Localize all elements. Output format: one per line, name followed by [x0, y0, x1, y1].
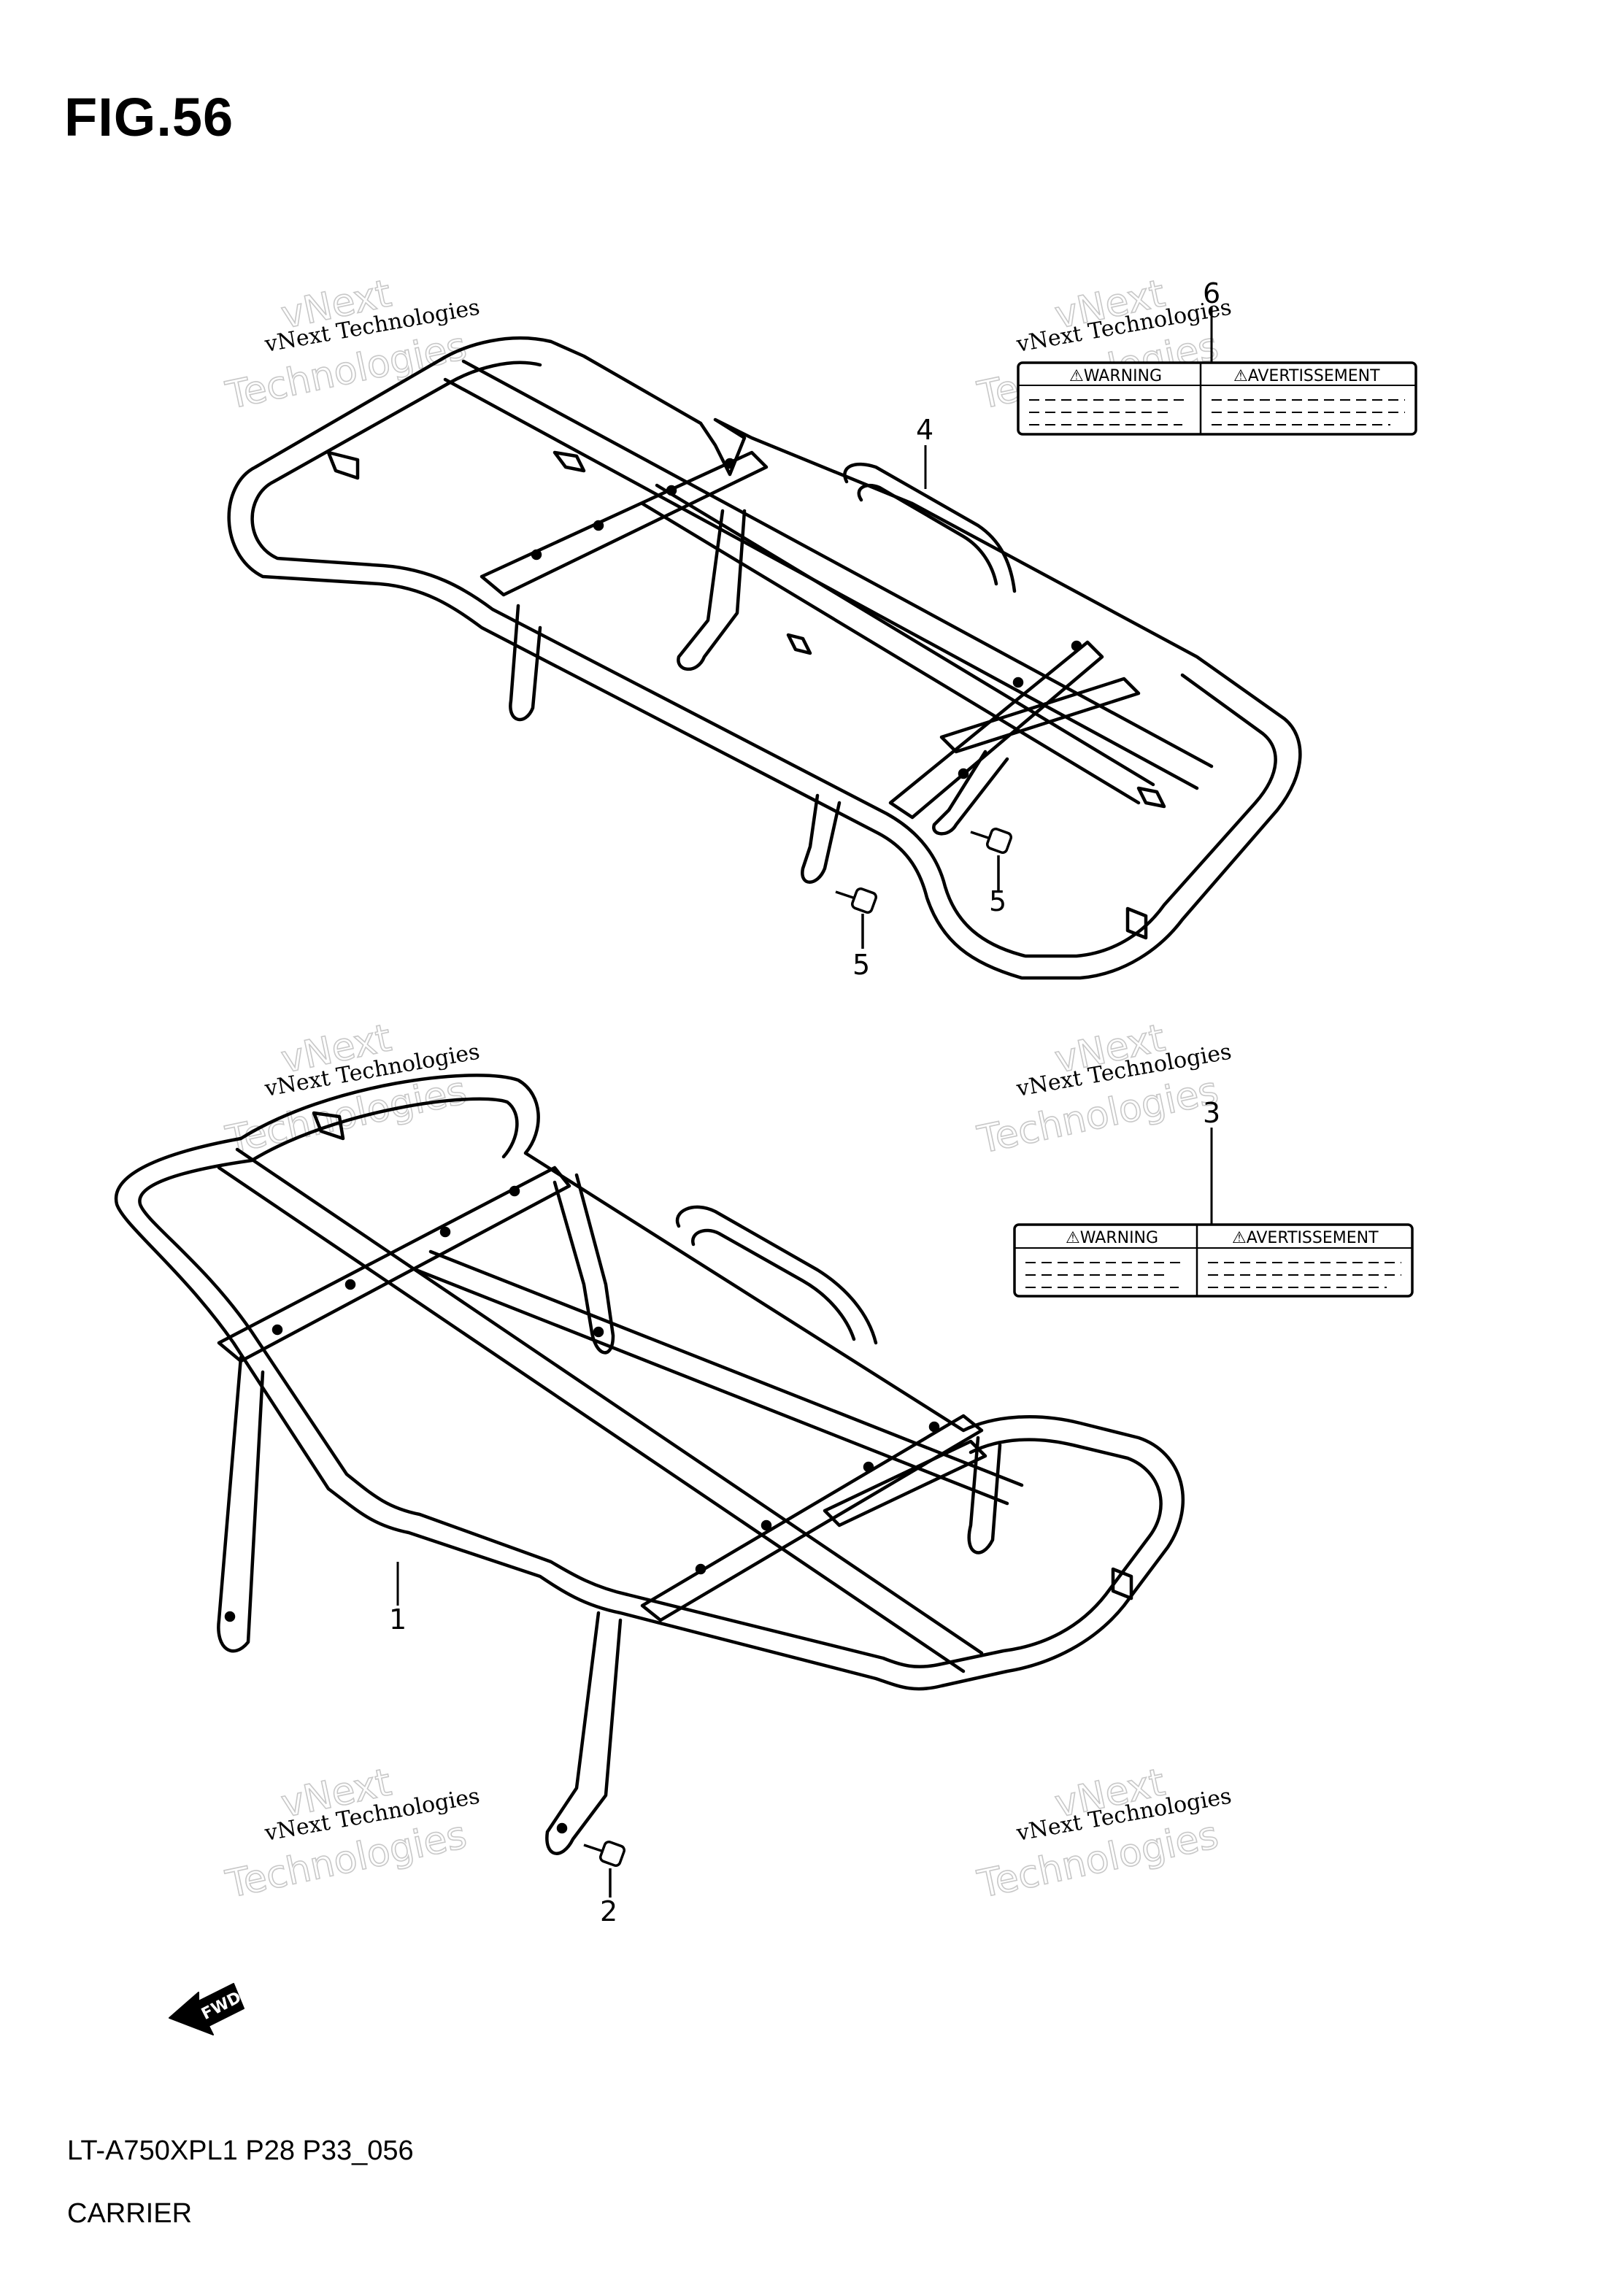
front-carrier-bracket [1111, 1567, 1133, 1600]
fwd-arrow-icon: FWD [169, 1983, 245, 2035]
bolt-hole [556, 1822, 568, 1834]
rear-carrier-bracket [1136, 786, 1166, 809]
callout-1: 1 [389, 1603, 407, 1636]
figure-name: CARRIER [67, 2198, 193, 2229]
front-carrier-cross-member [640, 1414, 984, 1622]
front-carrier-leg [967, 1436, 1002, 1555]
watermark-mid-right: vNext vNext Technologies Technologies [973, 1016, 1233, 1163]
label-border [1017, 361, 1417, 436]
rear-carrier-leg [677, 509, 747, 671]
bolt-5-left [835, 887, 878, 949]
bolt-hole [928, 1421, 940, 1433]
callout-3: 3 [1203, 1097, 1220, 1129]
bolt-hole [224, 1611, 236, 1622]
watermark-bottom-right: vNext vNext Technologies Technologies [973, 1760, 1233, 1908]
watermark-top-left: vNext vNext Technologies Technologies [221, 271, 481, 419]
rear-carrier-bracket [326, 450, 360, 480]
label-avertissement-text: ⚠AVERTISSEMENT [1232, 1229, 1379, 1247]
callout-5-right: 5 [989, 885, 1006, 917]
front-carrier-rail [217, 1166, 966, 1673]
rear-carrier-cross-member [480, 450, 769, 597]
front-carrier-rail [235, 1147, 984, 1655]
bolt-hole [724, 458, 736, 469]
callout-4: 4 [916, 414, 933, 446]
rear-carrier-bracket [1125, 906, 1148, 940]
callout-2: 2 [600, 1895, 617, 1927]
label-warning-text: ⚠WARNING [1069, 367, 1162, 385]
front-carrier-leg [217, 1355, 265, 1653]
rear-carrier-leg [801, 793, 842, 884]
rear-carrier-frame-outer [227, 336, 1302, 980]
bolt-hole [439, 1226, 451, 1238]
front-carrier-cross-member [217, 1166, 571, 1363]
warning-label-6: ⚠WARNING ⚠AVERTISSEMENT [1017, 361, 1417, 436]
bolt-hole [695, 1563, 706, 1575]
front-carrier-grab-bar [691, 1228, 856, 1341]
label-avertissement-text: ⚠AVERTISSEMENT [1233, 367, 1380, 385]
front-carrier [114, 1074, 1185, 1855]
rear-carrier-rail [461, 359, 1214, 768]
bolt-5-right [970, 827, 1013, 890]
label-warning-text: ⚠WARNING [1066, 1229, 1158, 1247]
rear-carrier-cross-member [888, 640, 1104, 820]
rear-carrier-frame-inner [250, 361, 1277, 958]
front-carrier-leg [545, 1611, 623, 1855]
front-carrier-bracket [312, 1111, 345, 1141]
rear-carrier-rail [655, 483, 1155, 787]
watermark-mid-left: vNext vNext Technologies Technologies [221, 1016, 481, 1163]
warning-label-3: ⚠WARNING ⚠AVERTISSEMENT [1013, 1223, 1414, 1298]
rear-carrier-bracket [786, 633, 812, 655]
rear-carrier-grab-bar [857, 483, 998, 586]
rear-carrier-leg [932, 750, 1009, 836]
bolt-hole [863, 1461, 874, 1473]
rear-carrier-leg [509, 604, 542, 722]
front-carrier-grab-bar [675, 1205, 878, 1345]
rear-carrier-cross-member [939, 677, 1141, 754]
front-carrier-leg [552, 1173, 615, 1355]
front-carrier-frame-inner [138, 1097, 1163, 1668]
rear-carrier-rail [640, 501, 1141, 805]
model-code: LT-A750XPL1 P28 P33_056 [67, 2135, 414, 2166]
bolt-hole [761, 1519, 772, 1531]
front-carrier-cross-member [823, 1439, 987, 1528]
bolt-hole [1071, 640, 1082, 652]
bolt-hole [593, 1326, 604, 1338]
callout-5-left: 5 [852, 949, 870, 981]
rear-carrier-bracket [552, 450, 586, 473]
front-carrier-rail [428, 1249, 1024, 1487]
front-carrier-rail [414, 1268, 1009, 1506]
bolt-hole [1012, 677, 1024, 688]
bolt-hole [509, 1185, 520, 1197]
figure-title: FIG.56 [64, 87, 234, 147]
bolt-hole [593, 520, 604, 531]
label-border [1013, 1223, 1414, 1298]
rear-carrier-grab-bar [843, 462, 1017, 593]
rear-carrier [227, 336, 1302, 980]
bolt-2 [583, 1840, 626, 1898]
front-carrier-frame-outer [114, 1074, 1185, 1691]
bolt-hole [666, 485, 677, 496]
bolt-hole [958, 768, 969, 779]
bolt-hole [531, 549, 542, 560]
watermark-bottom-left: vNext vNext Technologies Technologies [221, 1760, 481, 1908]
bolt-hole [272, 1324, 283, 1336]
callout-6: 6 [1203, 277, 1220, 309]
bolt-hole [344, 1279, 356, 1290]
